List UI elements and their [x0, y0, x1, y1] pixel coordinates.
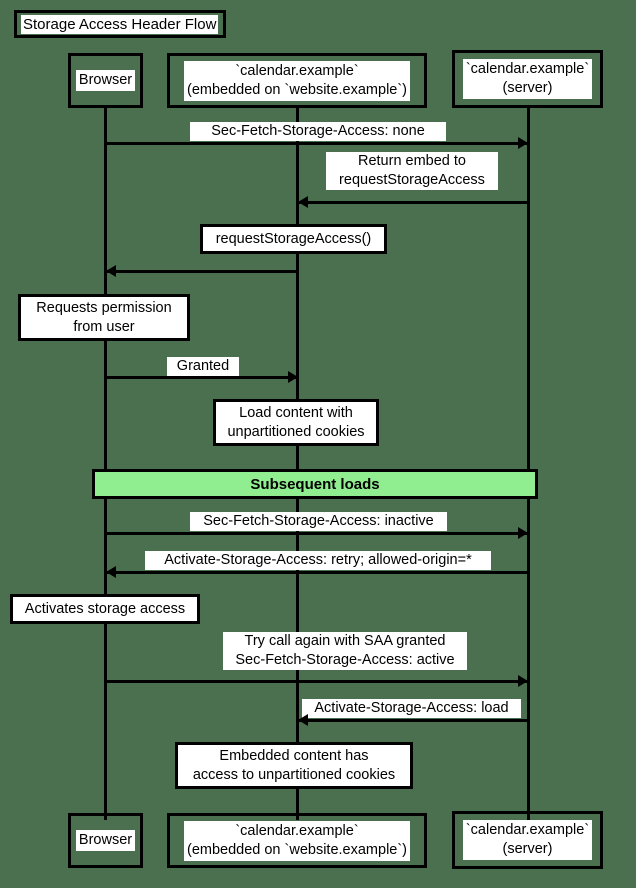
arrow-head-right-icon — [518, 675, 528, 687]
participant-server-bottom[interactable]: `calendar.example` (server) — [452, 811, 603, 869]
message-line-embed-to-browser — [105, 270, 297, 273]
message-label-activate-load: Activate-Storage-Access: load — [302, 699, 521, 718]
note-requests-permission: Requests permission from user — [18, 294, 190, 341]
participant-browser-top[interactable]: Browser — [68, 53, 143, 108]
note-load-content: Load content with unpartitioned cookies — [213, 399, 379, 446]
lifeline-server — [527, 108, 530, 820]
message-line-return-embed — [297, 201, 527, 204]
participant-embed-top-label: `calendar.example` (embedded on `website… — [183, 60, 411, 101]
lifeline-embed — [296, 108, 299, 820]
message-label-activate-retry: Activate-Storage-Access: retry; allowed-… — [145, 551, 491, 570]
participant-embed-top[interactable]: `calendar.example` (embedded on `website… — [167, 53, 427, 108]
arrow-head-right-icon — [518, 527, 528, 539]
message-line-try-call-again — [105, 680, 527, 683]
participant-browser-bottom[interactable]: Browser — [68, 813, 143, 868]
message-line-granted — [105, 376, 297, 379]
diagram-title: Storage Access Header Flow — [21, 14, 219, 34]
note-request-storage-access: requestStorageAccess() — [200, 224, 387, 254]
participant-server-top[interactable]: `calendar.example` (server) — [452, 50, 603, 108]
arrow-head-left-icon — [298, 196, 308, 208]
arrow-head-left-icon — [106, 566, 116, 578]
message-label-return-embed: Return embed to requestStorageAccess — [326, 152, 498, 190]
note-activates-storage-access: Activates storage access — [10, 594, 200, 624]
arrow-head-right-icon — [518, 137, 528, 149]
message-label-granted: Granted — [167, 357, 239, 376]
participant-server-bottom-label: `calendar.example` (server) — [462, 820, 593, 860]
message-label-try-call-again: Try call again with SAA granted Sec-Fetc… — [223, 632, 467, 670]
participant-embed-bottom[interactable]: `calendar.example` (embedded on `website… — [167, 813, 427, 868]
message-line-activate-retry — [105, 571, 527, 574]
diagram-title-box: Storage Access Header Flow — [14, 10, 226, 38]
participant-browser-bottom-label: Browser — [75, 830, 136, 851]
message-line-sec-fetch-none — [105, 142, 527, 145]
note-embedded-content-access: Embedded content has access to unpartiti… — [175, 742, 413, 789]
arrow-head-left-icon — [298, 714, 308, 726]
participant-server-top-label: `calendar.example` (server) — [462, 59, 593, 99]
message-label-sec-fetch-inactive: Sec-Fetch-Storage-Access: inactive — [190, 512, 447, 531]
message-label-sec-fetch-none: Sec-Fetch-Storage-Access: none — [190, 122, 446, 141]
message-line-sec-fetch-inactive — [105, 532, 527, 535]
section-subsequent-loads: Subsequent loads — [92, 469, 538, 499]
arrow-head-left-icon — [106, 265, 116, 277]
section-subsequent-loads-label: Subsequent loads — [250, 475, 380, 493]
message-line-activate-load — [297, 719, 527, 722]
participant-browser-top-label: Browser — [75, 70, 136, 91]
participant-embed-bottom-label: `calendar.example` (embedded on `website… — [183, 820, 411, 861]
arrow-head-right-icon — [288, 371, 298, 383]
lifeline-browser — [104, 108, 107, 820]
